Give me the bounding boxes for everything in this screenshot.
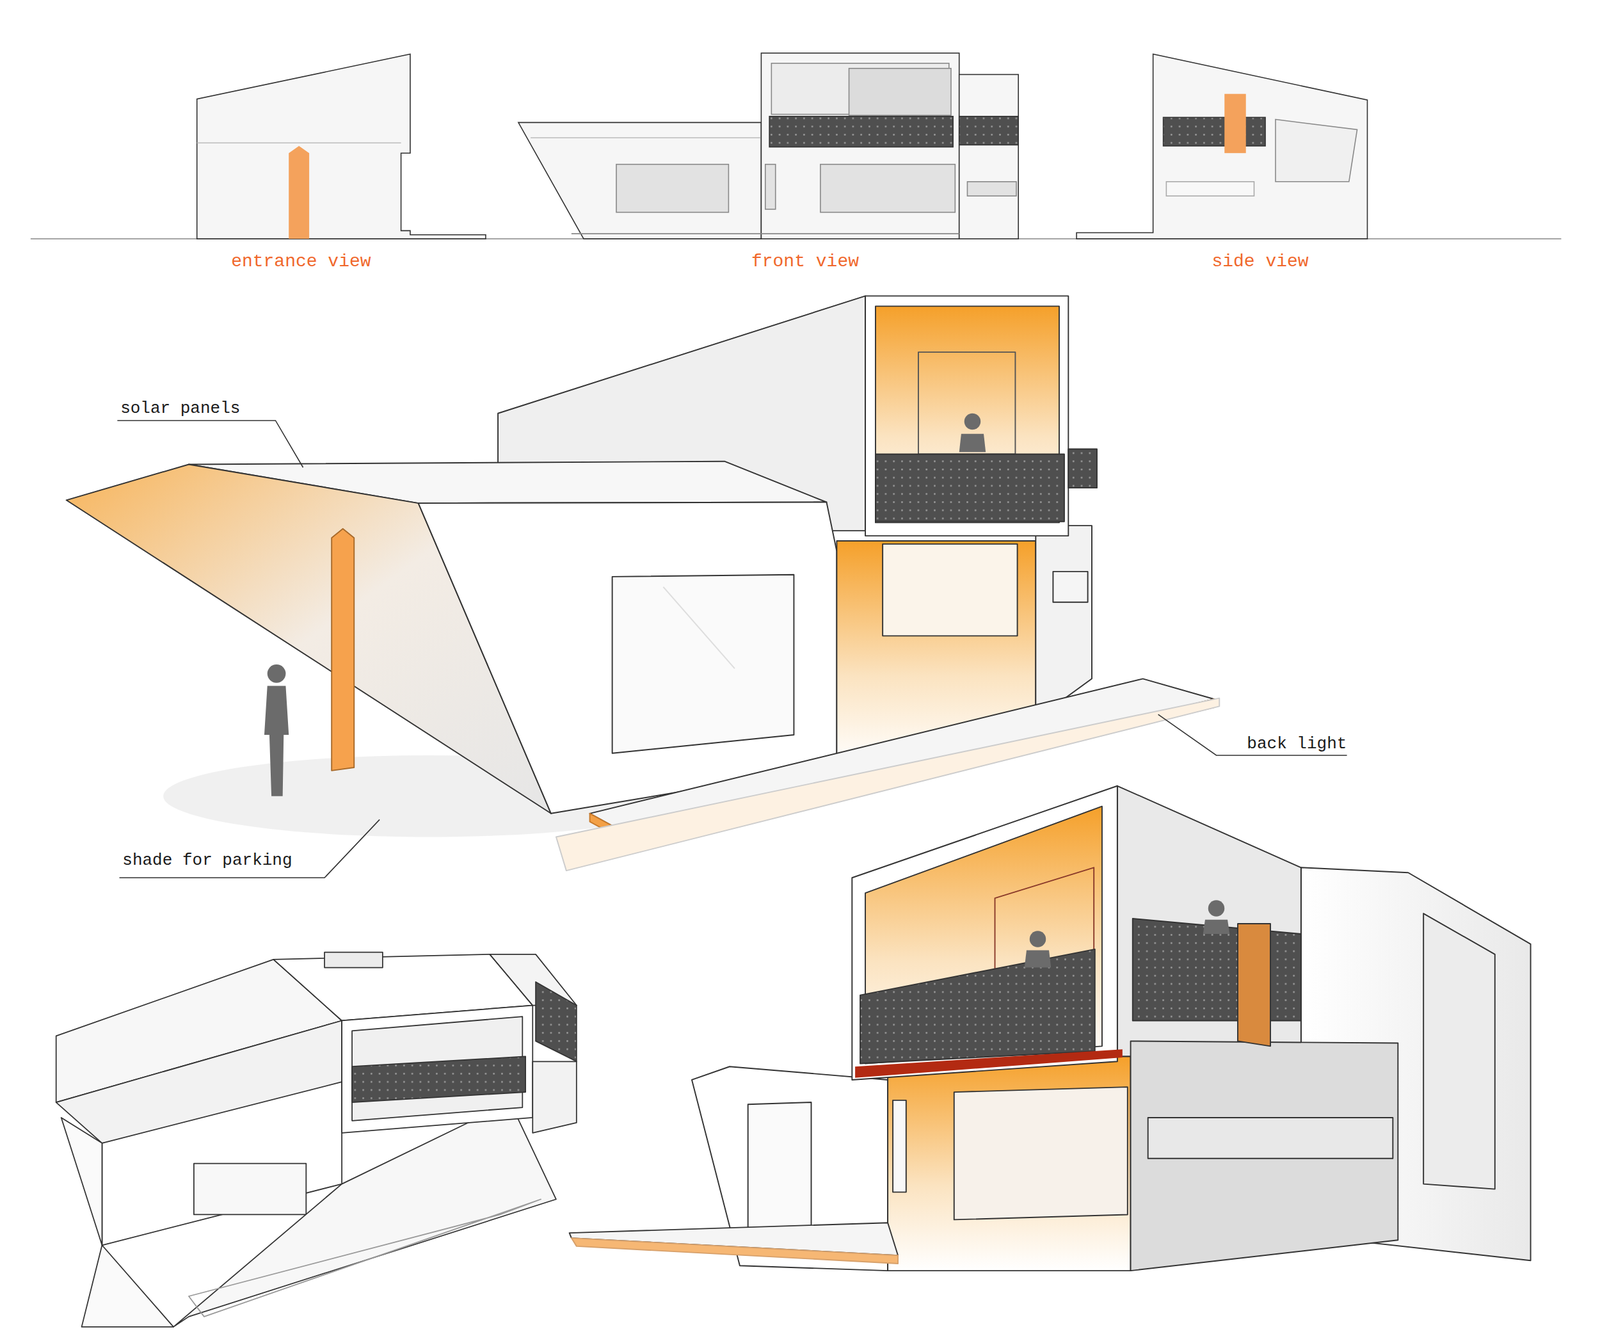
view-caption: side view: [1211, 251, 1309, 272]
view-caption: entrance view: [231, 251, 371, 272]
person-silhouette: [264, 413, 986, 797]
callout-label: back light: [1246, 734, 1347, 754]
small-model: [56, 952, 577, 1327]
main-perspective: [66, 295, 1220, 871]
callout-label: shade for parking: [122, 850, 292, 870]
view-caption: front view: [751, 251, 859, 272]
rear-perspective: [569, 785, 1531, 1271]
person-silhouette: [1024, 899, 1230, 968]
elevations: [30, 53, 1562, 239]
callout-label: solar panels: [120, 398, 240, 418]
